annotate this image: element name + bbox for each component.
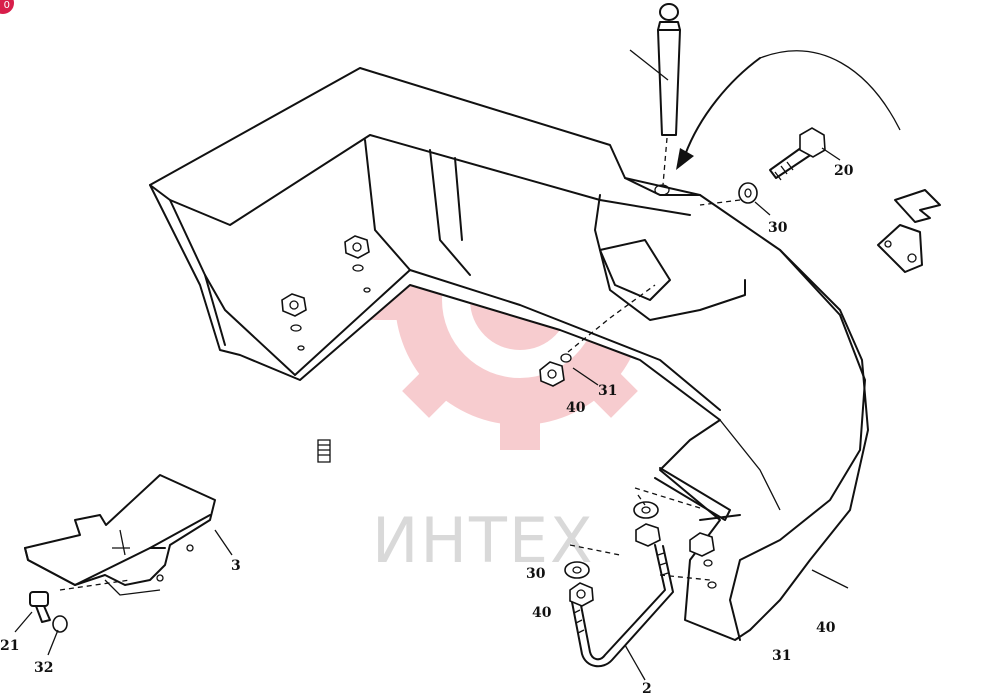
body-nut-1 <box>344 235 371 293</box>
nut-body-lower <box>689 532 717 589</box>
washer-30-top <box>699 182 771 216</box>
label-3: 3 <box>231 558 241 574</box>
label-32: 32 <box>34 660 53 676</box>
label-31-top: 31 <box>598 383 617 399</box>
washer-30-bottom <box>564 561 590 579</box>
washer-32 <box>47 615 68 656</box>
label-20: 20 <box>834 163 854 179</box>
washer-31-top <box>560 353 572 363</box>
assembly-lines-bottom <box>569 487 849 589</box>
leader-31-top <box>572 367 599 386</box>
label-31-bottom: 31 <box>772 648 791 664</box>
label-2: 2 <box>642 681 652 697</box>
u-bolt-2 <box>571 544 674 681</box>
base-plate-3 <box>24 474 233 596</box>
label-30-bottom: 30 <box>526 566 546 582</box>
label-40-top: 40 <box>566 400 586 416</box>
locating-pin <box>629 3 681 196</box>
label-40-bottom: 40 <box>532 605 552 621</box>
nut-40-bottom <box>569 582 594 607</box>
threaded-stud <box>317 439 331 463</box>
nut-u-bolt-right <box>633 501 661 547</box>
assembly-line-top <box>567 284 656 353</box>
label-21: 21 <box>0 638 19 654</box>
label-40-right: 40 <box>816 620 836 636</box>
bracket-clip <box>877 189 941 273</box>
weight-body <box>149 67 869 641</box>
rotation-arrow-icon <box>676 50 901 170</box>
corner-badge[interactable]: 0 <box>0 0 14 14</box>
body-nut-2 <box>281 293 307 351</box>
watermark-text: ИНТЕХ <box>372 504 595 577</box>
nut-40-top <box>539 361 565 387</box>
bolt-20 <box>769 127 841 181</box>
label-30-top: 30 <box>768 220 788 236</box>
bolt-21 <box>14 591 51 633</box>
